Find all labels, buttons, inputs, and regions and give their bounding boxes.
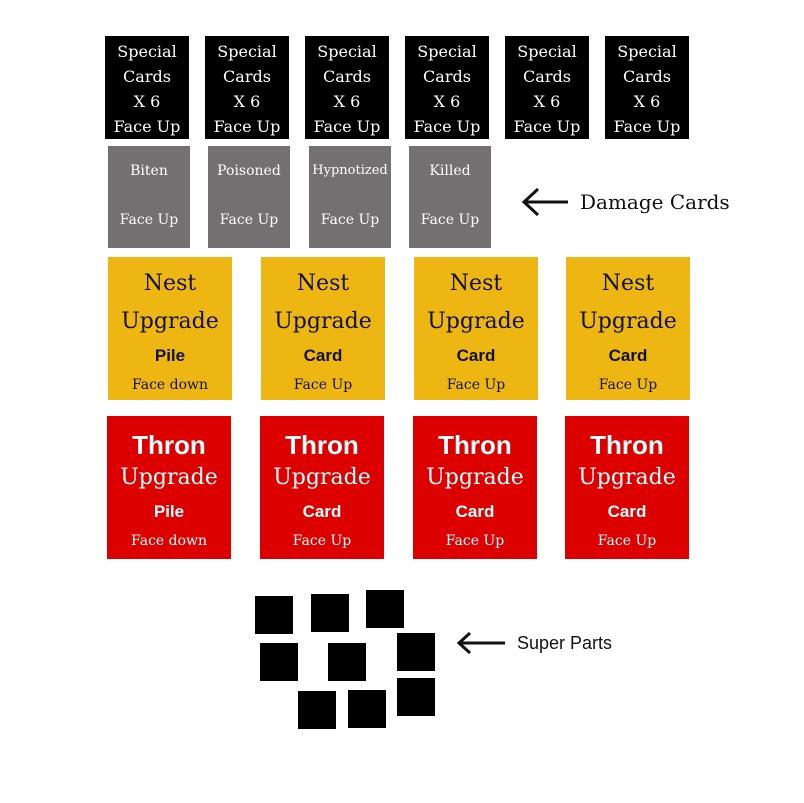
special-card: Special Cards X 6 Face Up (305, 36, 389, 139)
card-kind: Card (303, 346, 343, 365)
card-face: Face Up (445, 533, 505, 549)
special-card: Special Cards X 6 Face Up (405, 36, 489, 139)
damage-card-name: Killed (429, 163, 471, 179)
card-subtitle: Upgrade (578, 465, 676, 490)
super-part-token (348, 690, 386, 728)
nest-upgrade-card: Nest Upgrade Card Face Up (566, 257, 690, 400)
special-card-line2: Cards (223, 67, 271, 86)
card-subtitle: Upgrade (579, 309, 677, 334)
card-face: Face Up (292, 533, 352, 549)
card-kind: Card (608, 346, 648, 365)
special-card: Special Cards X 6 Face Up (105, 36, 189, 139)
card-face: Face down (131, 377, 209, 393)
card-subtitle: Upgrade (274, 309, 372, 334)
card-kind: Card (456, 346, 496, 365)
damage-card-name: Biten (130, 163, 168, 179)
nest-upgrade-card: Nest Upgrade Card Face Up (414, 257, 538, 400)
card-face: Face Up (598, 377, 658, 393)
super-part-token (397, 678, 435, 716)
card-kind: Pile (154, 346, 186, 365)
special-card-line1: Special (517, 42, 577, 61)
card-title: Nest (601, 271, 655, 296)
damage-card-hypnotized: Hypnotized Face Up (309, 146, 391, 248)
super-part-token (328, 643, 366, 681)
special-card-count: X 6 (233, 92, 261, 111)
special-card-face: Face Up (313, 117, 381, 136)
nest-upgrade-card: Nest Upgrade Card Face Up (261, 257, 385, 400)
thron-upgrade-pile: Thron Upgrade Pile Face down (107, 416, 231, 559)
arrow-left-icon (521, 187, 568, 217)
card-subtitle: Upgrade (426, 465, 524, 490)
special-card-line2: Cards (623, 67, 671, 86)
damage-cards-label-text: Damage Cards (580, 190, 730, 214)
special-card-face: Face Up (513, 117, 581, 136)
damage-card-poisoned: Poisoned Face Up (208, 146, 290, 248)
special-card-line1: Special (117, 42, 177, 61)
special-card-count: X 6 (633, 92, 661, 111)
super-parts-label: Super Parts (455, 628, 612, 658)
card-subtitle: Upgrade (121, 309, 219, 334)
super-part-token (255, 596, 293, 634)
damage-cards-label: Damage Cards (520, 184, 730, 220)
damage-card-killed: Killed Face Up (409, 146, 491, 248)
damage-card-name: Poisoned (217, 163, 281, 179)
card-subtitle: Upgrade (427, 309, 525, 334)
card-title: Nest (296, 271, 350, 296)
special-card-face: Face Up (613, 117, 681, 136)
super-part-token (260, 643, 298, 681)
thron-upgrade-card: Thron Upgrade Card Face Up (565, 416, 689, 559)
thron-upgrade-card: Thron Upgrade Card Face Up (260, 416, 384, 559)
super-part-token (366, 590, 404, 628)
special-card: Special Cards X 6 Face Up (505, 36, 589, 139)
card-title: Thron (285, 430, 359, 460)
super-part-token (298, 691, 336, 729)
card-face: Face Up (293, 377, 353, 393)
card-face: Face Up (446, 377, 506, 393)
arrow-left-icon (456, 631, 505, 655)
nest-upgrade-pile: Nest Upgrade Pile Face down (108, 257, 232, 400)
special-card: Special Cards X 6 Face Up (205, 36, 289, 139)
special-card-face: Face Up (413, 117, 481, 136)
card-subtitle: Upgrade (273, 465, 371, 490)
card-title: Thron (438, 430, 512, 460)
special-card-line2: Cards (123, 67, 171, 86)
special-card-line1: Special (617, 42, 677, 61)
special-card-face: Face Up (113, 117, 181, 136)
damage-card-biten: Biten Face Up (108, 146, 190, 248)
card-kind: Card (455, 502, 495, 521)
card-face: Face Up (597, 533, 657, 549)
card-kind: Card (302, 502, 342, 521)
super-part-token (397, 633, 435, 671)
damage-card-face: Face Up (420, 212, 480, 228)
damage-card-face: Face Up (219, 212, 279, 228)
special-card-line1: Special (217, 42, 277, 61)
special-card-count: X 6 (133, 92, 161, 111)
special-card-line1: Special (317, 42, 377, 61)
damage-card-face: Face Up (320, 212, 380, 228)
card-title: Thron (590, 430, 664, 460)
card-subtitle: Upgrade (120, 465, 218, 490)
thron-upgrade-card: Thron Upgrade Card Face Up (413, 416, 537, 559)
damage-card-name: Hypnotized (312, 163, 388, 178)
special-card-count: X 6 (533, 92, 561, 111)
special-card-line2: Cards (523, 67, 571, 86)
card-kind: Card (607, 502, 647, 521)
card-title: Nest (449, 271, 503, 296)
special-card-count: X 6 (333, 92, 361, 111)
special-card-line1: Special (417, 42, 477, 61)
card-face: Face down (130, 533, 208, 549)
card-title: Thron (132, 430, 206, 460)
special-card-line2: Cards (323, 67, 371, 86)
card-title: Nest (143, 271, 197, 296)
super-part-token (311, 594, 349, 632)
special-card-count: X 6 (433, 92, 461, 111)
special-card-line2: Cards (423, 67, 471, 86)
special-card: Special Cards X 6 Face Up (605, 36, 689, 139)
damage-card-face: Face Up (119, 212, 179, 228)
super-parts-label-text: Super Parts (517, 632, 613, 653)
special-card-face: Face Up (213, 117, 281, 136)
card-kind: Pile (153, 502, 185, 521)
